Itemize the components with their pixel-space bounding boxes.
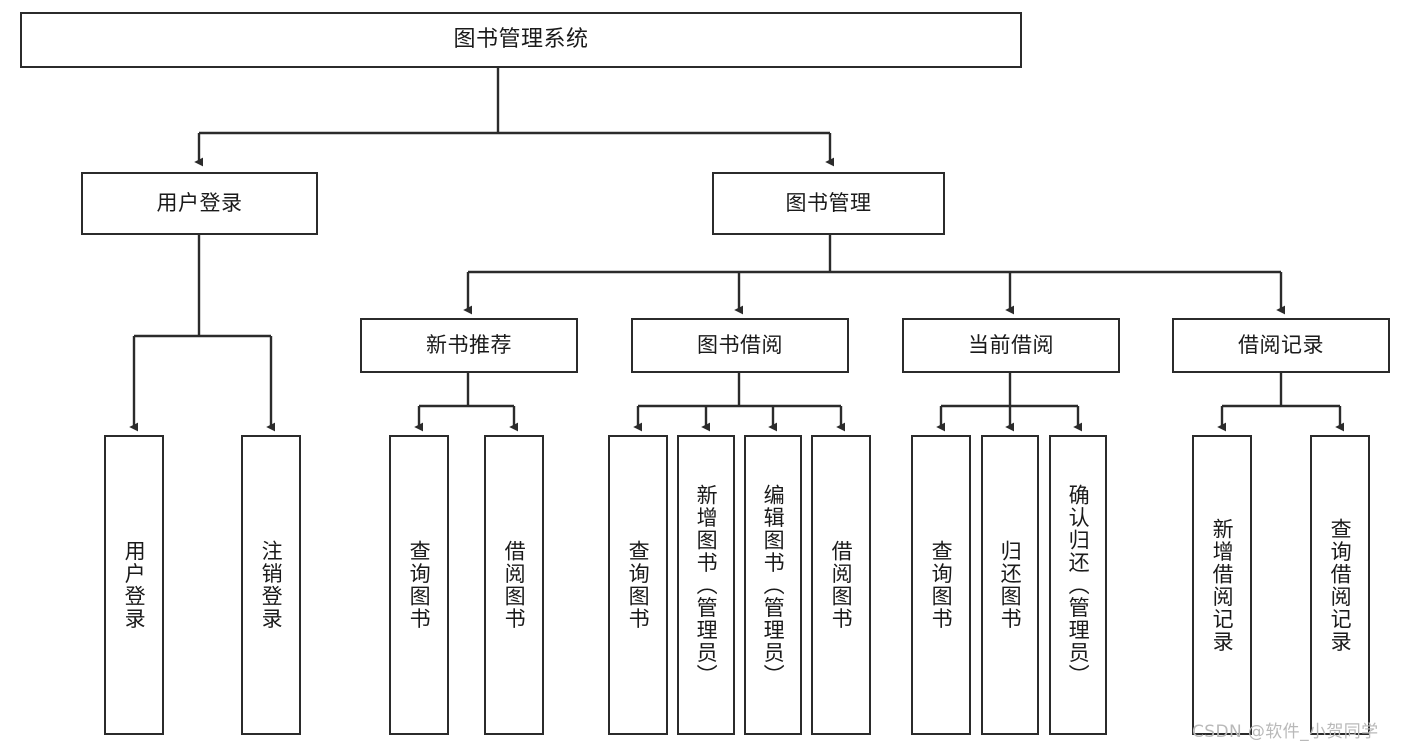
leaf-borrow-edit-book-admin[interactable]: 编辑图书（管理员）: [744, 435, 802, 735]
node-label: 查询图书: [407, 540, 432, 630]
leaf-borrow-add-book-admin[interactable]: 新增图书（管理员）: [677, 435, 735, 735]
node-label: 借阅图书: [502, 540, 527, 630]
node-label: 新书推荐: [426, 332, 512, 357]
node-label: 归还图书: [998, 540, 1023, 630]
leaf-borrow-query-book[interactable]: 查询图书: [608, 435, 668, 735]
leaf-borrow-borrow-book[interactable]: 借阅图书: [811, 435, 871, 735]
node-label: 借阅图书: [829, 540, 854, 630]
node-label: 用户登录: [156, 190, 243, 215]
csdn-watermark: CSDN @软件_小贺同学: [1192, 722, 1379, 742]
leaf-recommend-borrow-book[interactable]: 借阅图书: [484, 435, 544, 735]
leaf-current-return-book[interactable]: 归还图书: [981, 435, 1039, 735]
node-label: 查询图书: [626, 540, 651, 630]
node-new-book-recommend[interactable]: 新书推荐: [360, 318, 578, 373]
node-label: 查询图书: [929, 540, 954, 630]
leaf-record-add-record[interactable]: 新增借阅记录: [1192, 435, 1252, 735]
node-borrow-record[interactable]: 借阅记录: [1172, 318, 1390, 373]
node-label: 图书借阅: [697, 332, 783, 357]
node-label: 图书管理系统: [453, 26, 589, 52]
leaf-current-confirm-return-admin[interactable]: 确认归还（管理员）: [1049, 435, 1107, 735]
node-label: 确认归还（管理员）: [1066, 483, 1091, 687]
node-label: 新增图书（管理员）: [694, 483, 719, 687]
node-label: 新增借阅记录: [1210, 517, 1235, 653]
leaf-recommend-query-book[interactable]: 查询图书: [389, 435, 449, 735]
node-label: 当前借阅: [968, 332, 1054, 357]
node-label: 用户登录: [122, 540, 147, 630]
leaf-user-login[interactable]: 用户登录: [104, 435, 164, 735]
node-label: 编辑图书（管理员）: [761, 483, 786, 687]
node-book-management[interactable]: 图书管理: [712, 172, 945, 235]
node-root-system[interactable]: 图书管理系统: [20, 12, 1022, 68]
node-label: 查询借阅记录: [1328, 517, 1353, 653]
node-book-borrow[interactable]: 图书借阅: [631, 318, 849, 373]
node-label: 注销登录: [259, 540, 284, 630]
leaf-current-query-book[interactable]: 查询图书: [911, 435, 971, 735]
node-label: 借阅记录: [1238, 332, 1324, 357]
node-user-login[interactable]: 用户登录: [81, 172, 318, 235]
leaf-record-query-record[interactable]: 查询借阅记录: [1310, 435, 1370, 735]
node-label: 图书管理: [785, 190, 872, 215]
node-current-borrow[interactable]: 当前借阅: [902, 318, 1120, 373]
leaf-user-logout[interactable]: 注销登录: [241, 435, 301, 735]
